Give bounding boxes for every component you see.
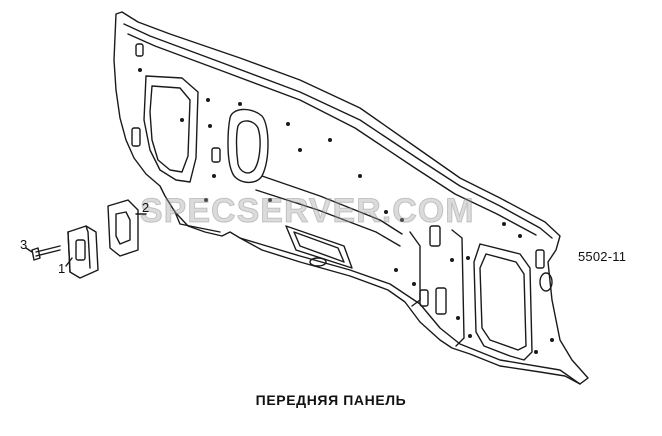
diagram-code: 5502-11	[578, 249, 627, 264]
right-slot-4	[535, 249, 545, 269]
leader-1	[65, 257, 73, 267]
lower-center-slot	[285, 225, 353, 269]
center-rib	[261, 175, 403, 235]
top-flange	[123, 23, 553, 239]
callout-2: 2	[142, 200, 150, 215]
left-slot-2	[135, 43, 144, 57]
callout-3: 3	[20, 237, 28, 252]
left-slot-3	[211, 147, 221, 163]
front-panel-outline	[113, 11, 589, 385]
left-slot-1	[131, 127, 141, 147]
bolt-holes	[138, 68, 554, 354]
diagram-title: ПЕРЕДНЯЯ ПАНЕЛЬ	[255, 392, 407, 408]
left-window-inner	[149, 85, 191, 173]
part-3-bolt-head	[31, 247, 41, 261]
part-2-frame-inner	[115, 211, 131, 245]
right-pillar-2	[409, 231, 421, 307]
right-window-opening	[473, 243, 533, 361]
center-recess-inner	[235, 120, 261, 174]
right-slot-3	[419, 289, 429, 307]
right-hole	[539, 272, 553, 292]
small-oval	[309, 257, 327, 267]
right-slot-1	[429, 225, 441, 247]
part-2-frame	[107, 199, 139, 257]
bottom-lip	[174, 211, 581, 385]
center-rib-2	[255, 189, 401, 247]
top-flange-inner	[127, 33, 537, 236]
leader-3	[25, 247, 33, 253]
part-1-slot	[75, 239, 86, 261]
part-1-plate	[67, 225, 99, 279]
part-1-plate-edge	[67, 225, 91, 273]
left-window-opening	[143, 75, 199, 183]
lower-center-slot-inner	[293, 231, 345, 263]
right-slot-2	[435, 287, 447, 315]
right-pillar	[451, 229, 465, 347]
right-window-inner	[479, 253, 527, 351]
callout-1: 1	[58, 261, 66, 276]
watermark-text: SPECSERVER.COM	[140, 192, 475, 231]
